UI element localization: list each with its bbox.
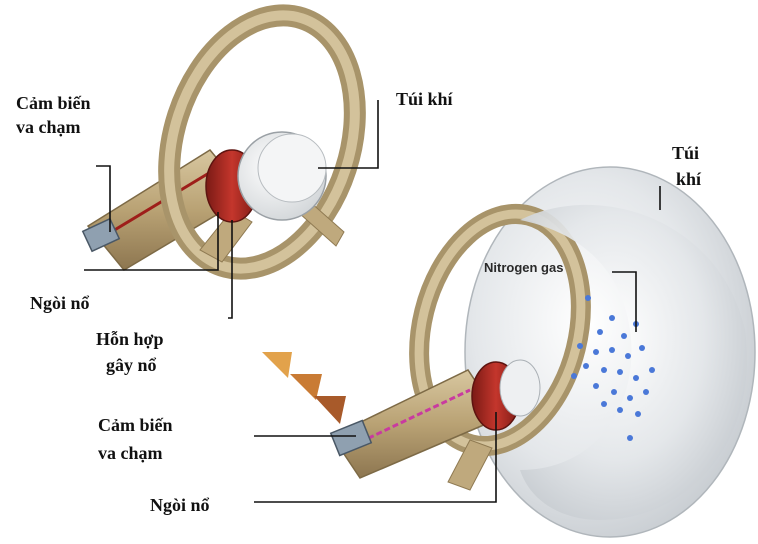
label-igniter-top: Ngòi nổ bbox=[30, 292, 90, 314]
label-airbag-right-line1: Túi bbox=[672, 142, 699, 164]
label-mixture-line2: gây nổ bbox=[106, 354, 157, 376]
top-steering-wheel bbox=[83, 0, 386, 293]
label-mixture-line1: Hỗn hợp bbox=[96, 328, 164, 350]
bottom-steering-wheel bbox=[331, 167, 755, 537]
label-sensor-top-line2: va chạm bbox=[16, 116, 81, 138]
label-sensor-bottom-line2: va chạm bbox=[98, 442, 163, 464]
impact-arrows bbox=[262, 352, 346, 424]
impact-arrow-3 bbox=[314, 396, 346, 424]
label-sensor-bottom-line1: Cảm biến bbox=[98, 414, 173, 436]
label-airbag-top: Túi khí bbox=[396, 88, 453, 110]
impact-arrow-1 bbox=[262, 352, 292, 378]
label-airbag-right-line2: khí bbox=[676, 168, 701, 190]
label-nitrogen-gas: Nitrogen gas bbox=[484, 260, 563, 275]
label-sensor-top-line1: Cảm biến bbox=[16, 92, 91, 114]
label-igniter-bottom: Ngòi nổ bbox=[150, 494, 210, 516]
